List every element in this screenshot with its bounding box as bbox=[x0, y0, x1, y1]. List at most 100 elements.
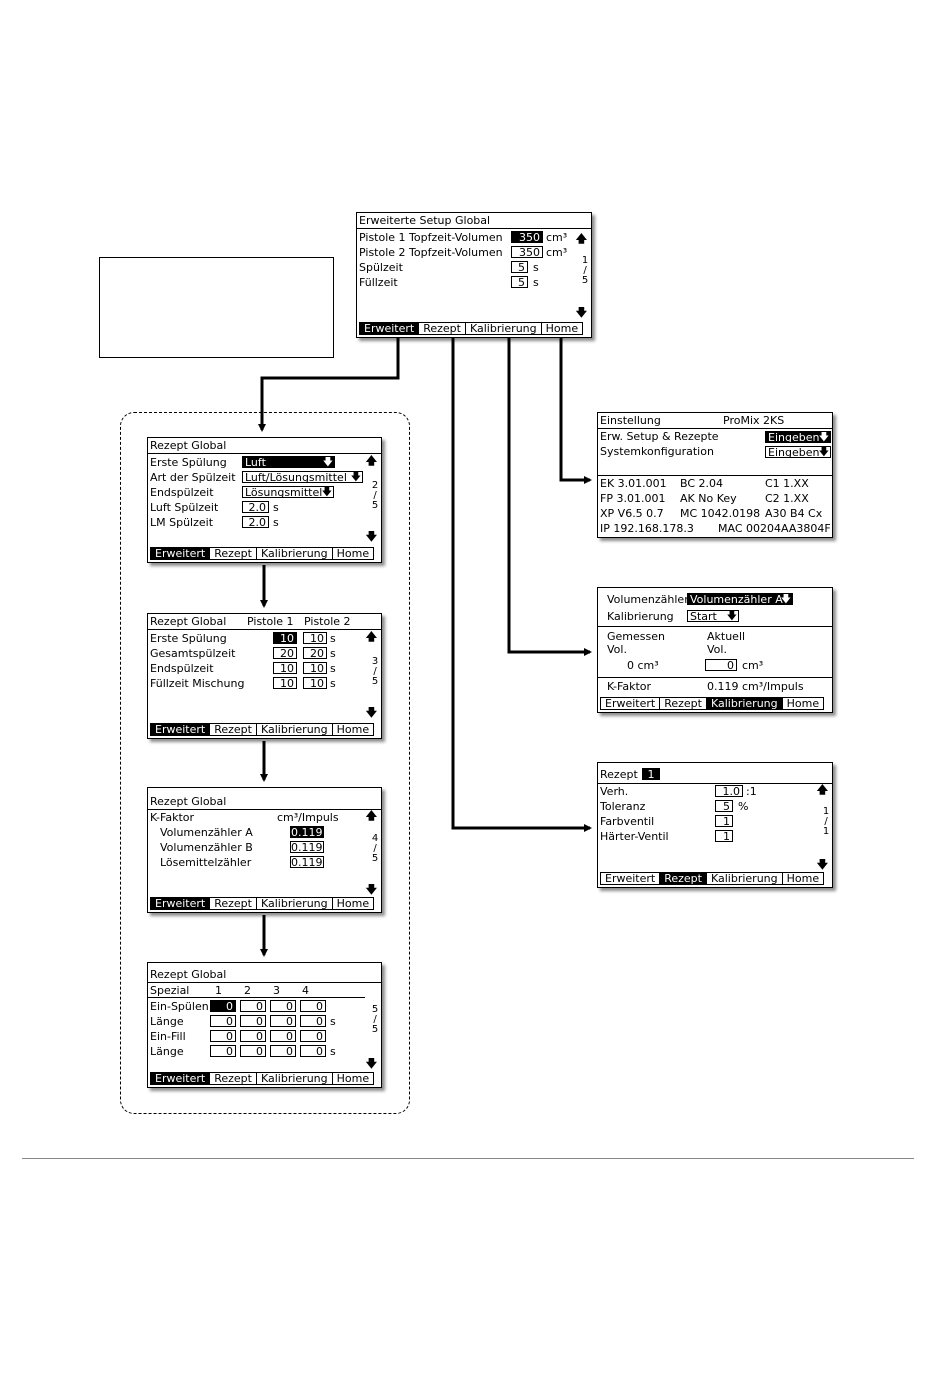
tab-kalibrierung[interactable]: Kalibrierung bbox=[257, 724, 333, 735]
value-field[interactable]: 0 bbox=[240, 1030, 266, 1042]
tab-erweitert[interactable]: Erweitert bbox=[151, 1073, 211, 1084]
value-field[interactable]: 0 bbox=[210, 1045, 236, 1057]
tab-kalibrierung[interactable]: Kalibrierung bbox=[466, 323, 542, 334]
value-field[interactable]: 350 bbox=[511, 231, 543, 243]
unit: cm³ bbox=[546, 231, 568, 244]
tab-rezept[interactable]: Rezept bbox=[210, 1073, 257, 1084]
unit-header: cm³/Impuls bbox=[277, 811, 339, 824]
info-bc: BC 2.04 bbox=[680, 477, 724, 490]
value-field[interactable]: 0 bbox=[300, 1045, 326, 1057]
dropdown-erste-spuelung[interactable]: Luft🡇 bbox=[242, 456, 335, 468]
eingeben-button-system[interactable]: Eingeben🡇 bbox=[765, 446, 831, 458]
tab-rezept[interactable]: Rezept bbox=[210, 548, 257, 559]
arrow-up-icon[interactable]: 🡅 bbox=[365, 809, 377, 822]
eingeben-button-setup[interactable]: Eingeben🡇 bbox=[765, 431, 831, 443]
value-field[interactable]: 0 bbox=[240, 1015, 266, 1027]
tab-kalibrierung[interactable]: Kalibrierung bbox=[257, 1073, 333, 1084]
value-field[interactable]: 1 bbox=[715, 815, 733, 827]
value-field[interactable]: 0 bbox=[240, 1045, 266, 1057]
value-field[interactable]: 0 bbox=[300, 1015, 326, 1027]
tab-home[interactable]: Home bbox=[786, 872, 820, 885]
arrow-up-icon[interactable]: 🡅 bbox=[575, 232, 587, 245]
value-field[interactable]: 5 bbox=[511, 276, 528, 288]
value-field[interactable]: 0 bbox=[270, 1000, 296, 1012]
value-field[interactable]: 0 bbox=[240, 1000, 266, 1012]
arrow-down-icon[interactable]: 🡇 bbox=[365, 706, 377, 719]
volumenzaehler-select[interactable]: Volumenzähler A🡇 bbox=[687, 593, 793, 605]
value-field[interactable]: 0 bbox=[300, 1000, 326, 1012]
value-field[interactable]: 10 bbox=[273, 632, 297, 644]
value-field[interactable]: 10 bbox=[303, 677, 327, 689]
tab-erweitert[interactable]: Erweitert bbox=[601, 873, 661, 884]
info-ak: AK No Key bbox=[680, 492, 737, 505]
value-field[interactable]: 0.119 bbox=[290, 856, 324, 868]
page-indicator: 5 bbox=[581, 275, 589, 286]
tab-home[interactable]: Home bbox=[786, 697, 820, 710]
value-field[interactable]: 10 bbox=[303, 632, 327, 644]
tab-home[interactable]: Home bbox=[336, 1072, 370, 1085]
row-label: LM Spülzeit bbox=[150, 516, 214, 529]
value-field[interactable]: 5 bbox=[511, 261, 528, 273]
row-label: Härter-Ventil bbox=[600, 830, 669, 843]
tab-erweitert[interactable]: Erweitert bbox=[360, 323, 420, 334]
tab-erweitert[interactable]: Erweitert bbox=[151, 898, 211, 909]
value-field[interactable]: 0 bbox=[210, 1015, 236, 1027]
tab-home[interactable]: Home bbox=[336, 723, 370, 736]
value-field[interactable]: 1.0 bbox=[715, 785, 743, 797]
page-indicator: 5 bbox=[371, 1004, 379, 1015]
value-field[interactable]: 20 bbox=[273, 647, 297, 659]
value-field[interactable]: 0 bbox=[270, 1045, 296, 1057]
rezept-number-field[interactable]: 1 bbox=[642, 768, 660, 780]
tab-kalibrierung[interactable]: Kalibrierung bbox=[707, 873, 783, 884]
footer-rule bbox=[22, 1158, 914, 1159]
dropdown-endspuelzeit[interactable]: Lösungsmittel🡇 bbox=[242, 486, 334, 498]
arrow-down-icon[interactable]: 🡇 bbox=[365, 1057, 377, 1070]
value-field[interactable]: 2.0 bbox=[242, 516, 269, 528]
arrow-down-icon[interactable]: 🡇 bbox=[575, 306, 587, 319]
tab-kalibrierung[interactable]: Kalibrierung bbox=[257, 548, 333, 559]
value-field[interactable]: 0 bbox=[210, 1000, 236, 1012]
info-xp: XP V6.5 0.7 bbox=[600, 507, 664, 520]
tab-erweitert[interactable]: Erweitert bbox=[151, 548, 211, 559]
dropdown-art-der-spuelzeit[interactable]: Luft/Lösungsmittel🡇 bbox=[242, 471, 363, 483]
value-field[interactable]: 20 bbox=[303, 647, 327, 659]
tab-home[interactable]: Home bbox=[336, 897, 370, 910]
tab-erweitert[interactable]: Erweitert bbox=[151, 724, 211, 735]
value-field[interactable]: 350 bbox=[511, 246, 543, 258]
page-indicator: / bbox=[373, 666, 377, 677]
value-field[interactable]: 10 bbox=[273, 662, 297, 674]
tab-rezept[interactable]: Rezept bbox=[210, 724, 257, 735]
value-field[interactable]: 0 bbox=[210, 1030, 236, 1042]
value-field[interactable]: 1 bbox=[715, 830, 733, 842]
unit: :1 bbox=[746, 785, 757, 798]
kalibrierung-start-select[interactable]: Start🡇 bbox=[687, 610, 739, 622]
tab-rezept[interactable]: Rezept bbox=[210, 898, 257, 909]
arrow-up-icon[interactable]: 🡅 bbox=[816, 783, 828, 796]
tab-home[interactable]: Home bbox=[336, 547, 370, 560]
tab-rezept[interactable]: Rezept bbox=[660, 873, 707, 884]
arrow-down-icon[interactable]: 🡇 bbox=[365, 530, 377, 543]
value-field[interactable]: 10 bbox=[273, 677, 297, 689]
value-field[interactable]: 0 bbox=[270, 1015, 296, 1027]
tab-erweitert[interactable]: Erweitert bbox=[601, 698, 661, 709]
tab-kalibrierung[interactable]: Kalibrierung bbox=[257, 898, 333, 909]
value-field[interactable]: 0 bbox=[270, 1030, 296, 1042]
row-label: Toleranz bbox=[600, 800, 646, 813]
tab-rezept[interactable]: Rezept bbox=[660, 698, 707, 709]
value-field[interactable]: 5 bbox=[715, 800, 733, 812]
arrow-down-icon[interactable]: 🡇 bbox=[365, 883, 377, 896]
arrow-up-icon[interactable]: 🡅 bbox=[365, 454, 377, 467]
aktuell-value-field[interactable]: 0 bbox=[705, 659, 737, 671]
arrow-up-icon[interactable]: 🡅 bbox=[365, 630, 377, 643]
column-header: Spezial bbox=[150, 984, 190, 997]
arrow-down-icon[interactable]: 🡇 bbox=[816, 858, 828, 871]
value-field[interactable]: 0 bbox=[300, 1030, 326, 1042]
tab-rezept[interactable]: Rezept bbox=[419, 323, 466, 334]
tab-kalibrierung[interactable]: Kalibrierung bbox=[706, 698, 783, 709]
row-label: Pistole 1 Topfzeit-Volumen bbox=[359, 231, 503, 244]
value-field[interactable]: 2.0 bbox=[242, 501, 269, 513]
value-field[interactable]: 10 bbox=[303, 662, 327, 674]
value-field[interactable]: 0.119 bbox=[290, 841, 324, 853]
tab-home[interactable]: Home bbox=[545, 322, 579, 335]
value-field[interactable]: 0.119 bbox=[290, 826, 324, 838]
